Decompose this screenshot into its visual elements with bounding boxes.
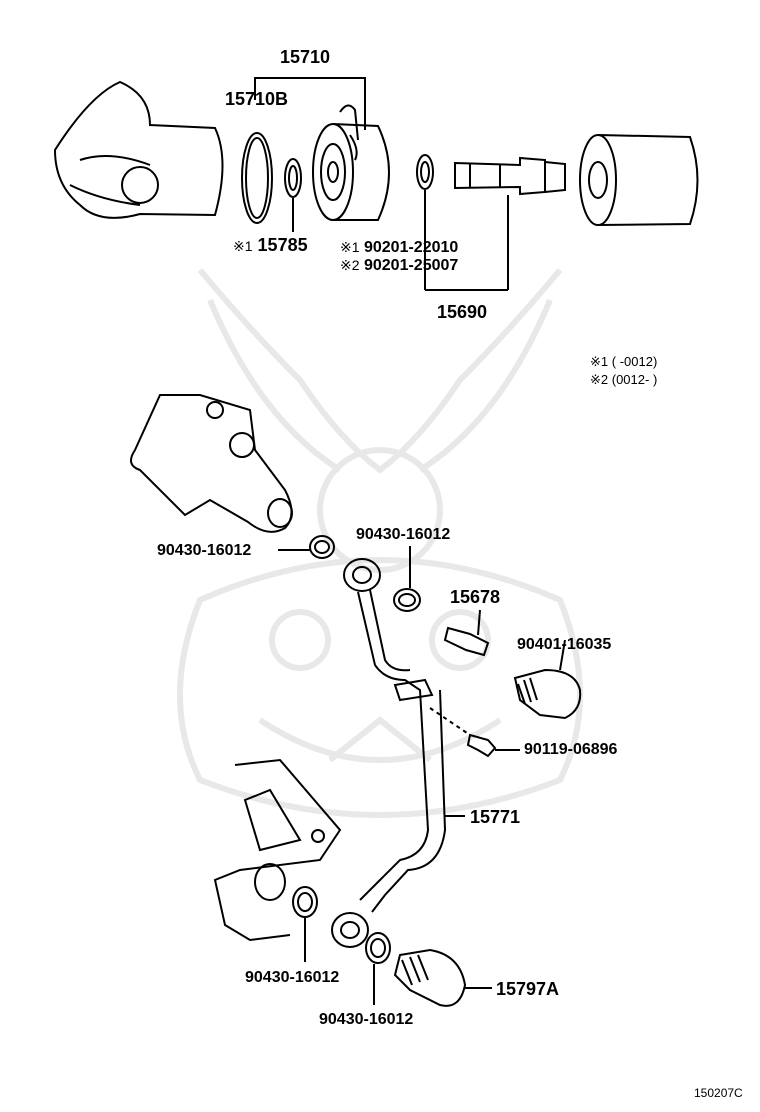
gasket-low-left bbox=[292, 886, 318, 918]
union-bolt-15797a bbox=[393, 948, 492, 1007]
mark-15785: ※1 bbox=[233, 238, 253, 254]
label-90201-25007: ※2 90201-25007 bbox=[340, 258, 458, 274]
bolt-90119 bbox=[429, 707, 520, 758]
label-90119-06896: 90119-06896 bbox=[524, 741, 618, 758]
engine-block-top bbox=[53, 80, 224, 219]
mark-90201-b: ※2 bbox=[340, 257, 360, 273]
label-15797a: 15797A bbox=[496, 979, 560, 999]
label-15678: 15678 bbox=[450, 587, 501, 607]
mark-90201-a: ※1 bbox=[340, 239, 360, 255]
label-gasket-left: 90430-16012 bbox=[157, 542, 252, 559]
gasket-low-mid bbox=[365, 932, 391, 964]
label-gasket-low-left: 90430-16012 bbox=[245, 969, 340, 986]
oil-pipe-15771 bbox=[331, 558, 465, 948]
label-15690: 15690 bbox=[437, 302, 488, 322]
union-bolt-15690 bbox=[454, 156, 566, 290]
label-90201-b-number: 90201-25007 bbox=[363, 257, 459, 274]
label-90201-a-number: 90201-22010 bbox=[363, 239, 459, 256]
diagram-code: 150207C bbox=[694, 1086, 743, 1100]
gasket-mid bbox=[393, 588, 421, 612]
union-bolt-90401 bbox=[513, 639, 582, 720]
note-1: ※1 ( -0012) bbox=[590, 355, 657, 368]
label-gasket-low-mid: 90430-16012 bbox=[319, 1011, 414, 1028]
label-15785: ※1 15785 bbox=[233, 236, 308, 254]
note-1-text: ( -0012) bbox=[611, 354, 658, 369]
engine-bracket-middle bbox=[130, 394, 293, 533]
o-ring-15710b bbox=[241, 132, 273, 224]
label-15771: 15771 bbox=[470, 807, 521, 827]
engine-block-lower bbox=[213, 758, 342, 942]
label-15785-number: 15785 bbox=[257, 235, 308, 255]
label-90201-22010: ※1 90201-22010 bbox=[340, 240, 458, 256]
washer-90201 bbox=[416, 154, 434, 190]
label-15710b: 15710B bbox=[225, 89, 289, 109]
note-2-text: (0012- ) bbox=[611, 372, 658, 387]
oil-filter bbox=[579, 134, 699, 226]
label-15710: 15710 bbox=[280, 47, 331, 67]
note-2: ※2 (0012- ) bbox=[590, 373, 657, 386]
gasket-left bbox=[309, 535, 335, 559]
label-gasket-mid: 90430-16012 bbox=[356, 526, 451, 543]
ring-15785 bbox=[284, 158, 302, 198]
note-1-mark: ※1 bbox=[590, 354, 609, 369]
note-2-mark: ※2 bbox=[590, 372, 609, 387]
oil-pressure-sensor-15678 bbox=[443, 609, 490, 657]
leader-15710 bbox=[254, 77, 366, 130]
oil-cooler-15710 bbox=[312, 104, 390, 221]
label-90401-16035: 90401-16035 bbox=[517, 636, 612, 653]
